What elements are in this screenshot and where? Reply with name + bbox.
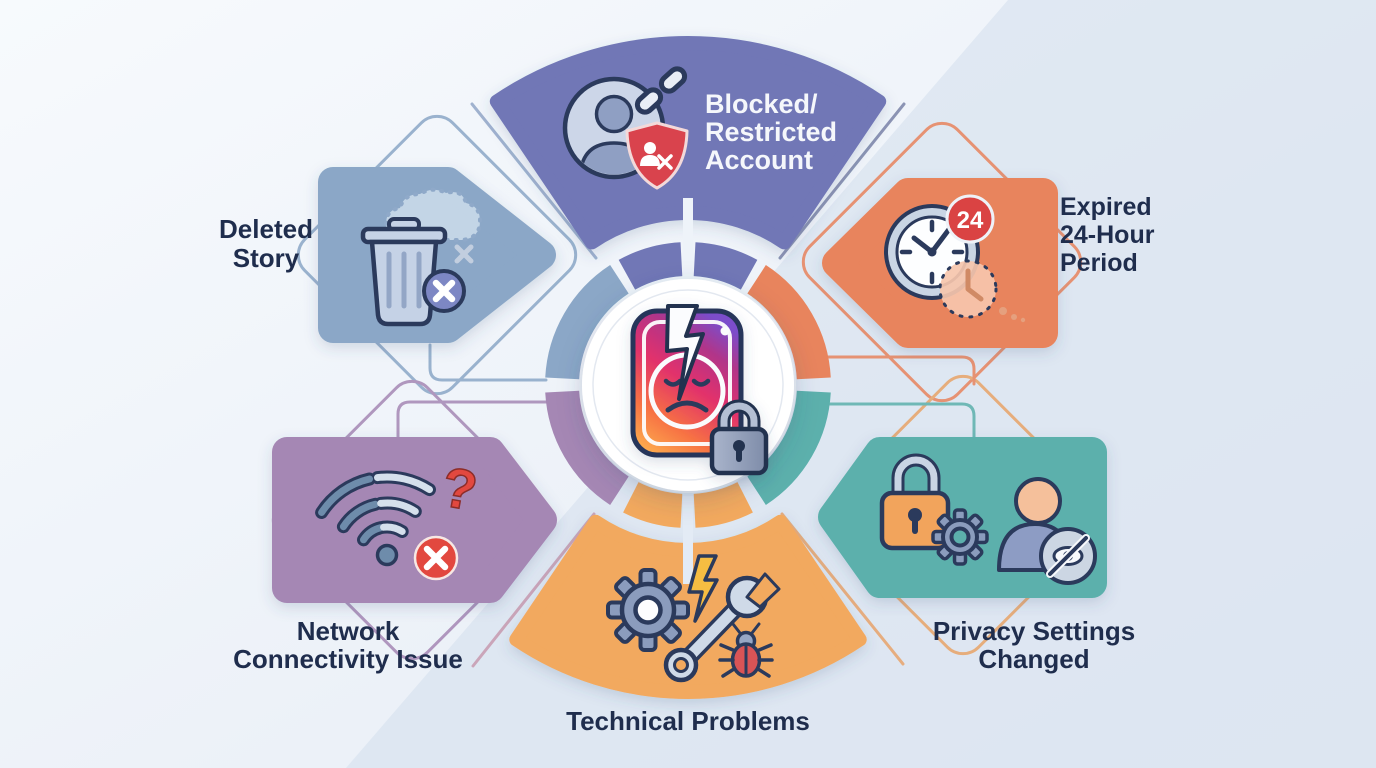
error-x-badge xyxy=(413,535,459,581)
ring-segment-technical-right xyxy=(693,481,753,528)
ring-segment-technical-left xyxy=(623,481,683,528)
wrench-icon xyxy=(663,572,781,683)
camera-dot xyxy=(720,326,730,336)
blocked-user-shield-icon xyxy=(625,121,689,190)
label-network-connectivity-issue: Network Connectivity Issue xyxy=(233,616,463,674)
24-hour-badge: 24 xyxy=(945,194,995,244)
settings-gear-icon xyxy=(931,508,989,566)
trash-can-icon xyxy=(360,217,448,327)
expired-connector-line xyxy=(826,355,976,386)
padlock-icon xyxy=(879,453,951,551)
svg-text:Story: Story xyxy=(233,243,300,273)
hidden-user-icon xyxy=(997,477,1097,585)
label-expired-24-hour-period: Expired 24-Hour Period xyxy=(1060,193,1155,277)
privacy-icon-group xyxy=(879,453,1097,585)
svg-text:Period: Period xyxy=(1060,249,1138,277)
label-privacy-settings-changed: Privacy Settings Changed xyxy=(933,616,1135,674)
ring-segment-privacy xyxy=(746,390,831,505)
lock-icon xyxy=(709,399,769,476)
center-ring xyxy=(545,242,831,528)
svg-text:Technical Problems: Technical Problems xyxy=(566,706,810,736)
privacy-connector-line xyxy=(828,402,976,439)
technical-icon-group xyxy=(606,554,781,683)
label-technical-problems: Technical Problems xyxy=(566,706,810,736)
fading-clock-icon xyxy=(938,259,1026,323)
deleted-icon-group xyxy=(360,187,483,327)
ring-segment-deleted xyxy=(545,265,630,380)
deleted-connector-line xyxy=(428,343,548,382)
svg-text:24: 24 xyxy=(957,207,984,234)
svg-text:Blocked/: Blocked/ xyxy=(705,89,818,119)
gear-icon xyxy=(606,568,690,652)
svg-text:Restricted: Restricted xyxy=(705,117,837,147)
svg-text:Expired: Expired xyxy=(1060,193,1152,221)
blocked-icon-group xyxy=(562,66,689,190)
bug-icon xyxy=(718,622,774,678)
crack-icon xyxy=(665,304,705,401)
svg-text:Privacy Settings: Privacy Settings xyxy=(933,616,1135,646)
ring-segment-expired xyxy=(746,265,831,380)
svg-text:Changed: Changed xyxy=(978,644,1089,674)
svg-text:24-Hour: 24-Hour xyxy=(1060,221,1155,249)
expired-icon-group: 24 xyxy=(884,194,1026,323)
center-circle-group xyxy=(580,277,796,493)
eye-slash-icon xyxy=(1039,527,1097,585)
svg-text:Connectivity Issue: Connectivity Issue xyxy=(233,644,463,674)
broken-wifi-icon xyxy=(315,470,436,567)
small-x-mark xyxy=(454,244,474,264)
x-badge xyxy=(422,269,466,313)
network-connector-line xyxy=(396,400,548,439)
svg-text:Account: Account xyxy=(705,145,813,175)
ring-segment-blocked-left xyxy=(618,242,683,290)
chain-link-icon xyxy=(634,66,688,115)
label-deleted-story: Deleted Story xyxy=(219,214,313,273)
segment-network-panel xyxy=(272,437,557,603)
ring-segment-blocked-right xyxy=(693,242,758,290)
instagram-story-icon xyxy=(630,304,769,476)
ring-segment-network xyxy=(545,390,630,505)
svg-text:Deleted: Deleted xyxy=(219,214,313,244)
label-blocked-restricted-account: Blocked/ Restricted Account xyxy=(705,89,837,175)
lightning-icon xyxy=(687,554,719,623)
svg-text:Network: Network xyxy=(297,616,400,646)
